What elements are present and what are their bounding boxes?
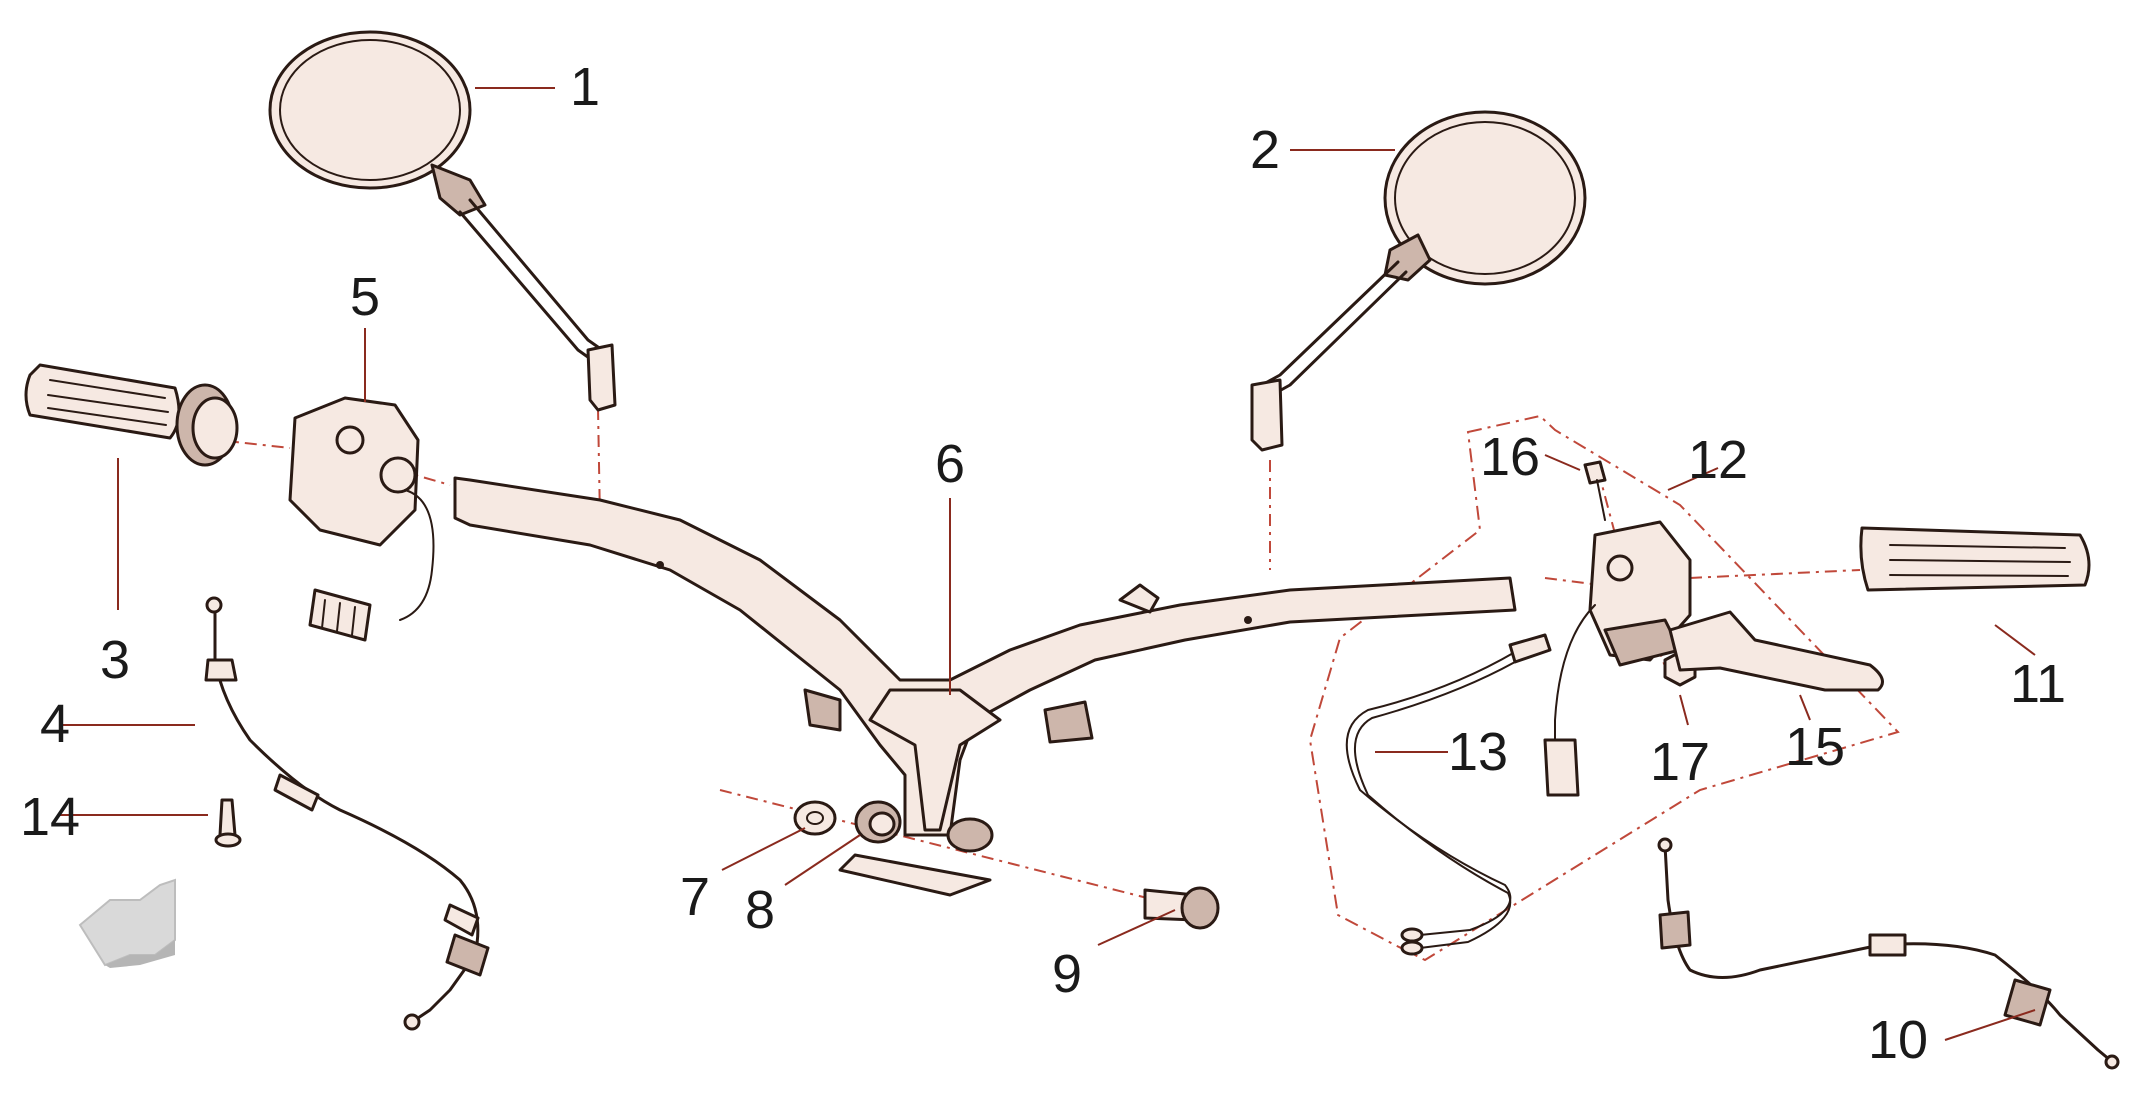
bushing [854, 800, 902, 844]
right-switch-housing [1543, 520, 1692, 797]
callout-3: 3 [100, 630, 130, 690]
callout-12: 12 [1688, 430, 1748, 490]
callout-9: 9 [1052, 944, 1082, 1004]
callout-1: 1 [570, 57, 600, 117]
callout-11: 11 [2010, 654, 2066, 714]
direction-arrow-icon [78, 878, 176, 968]
right-grip [1859, 526, 2091, 592]
callout-labels: 1 2 3 4 5 6 7 8 9 10 11 12 13 14 15 16 1… [20, 57, 2066, 1070]
throttle-cable [204, 596, 490, 1031]
callout-7: 7 [680, 867, 710, 927]
washer [793, 800, 837, 836]
cable-clip [214, 798, 242, 848]
callout-5: 5 [350, 267, 380, 327]
callout-10: 10 [1868, 1010, 1928, 1070]
brake-lever [1668, 610, 1884, 692]
left-mirror [268, 30, 617, 412]
assembly-guides [217, 407, 1861, 906]
callout-6: 6 [935, 434, 965, 494]
callout-15: 15 [1785, 717, 1845, 777]
callout-13: 13 [1448, 722, 1508, 782]
callout-16: 16 [1480, 427, 1540, 487]
handlebar [453, 476, 1517, 897]
left-switch-housing [288, 396, 435, 642]
callout-17: 17 [1650, 732, 1710, 792]
switch-assembly-outline [1308, 414, 1900, 962]
screw [1583, 460, 1607, 521]
leader-lines [60, 87, 2036, 1041]
right-mirror [1250, 110, 1587, 452]
wire-harness [1345, 633, 1552, 956]
callout-8: 8 [745, 880, 775, 940]
callout-4: 4 [40, 694, 70, 754]
callout-2: 2 [1250, 120, 1280, 180]
mounting-bolt [1143, 886, 1220, 930]
left-grip [24, 363, 239, 467]
brake-cable [1657, 837, 2120, 1070]
callout-14: 14 [20, 787, 80, 847]
